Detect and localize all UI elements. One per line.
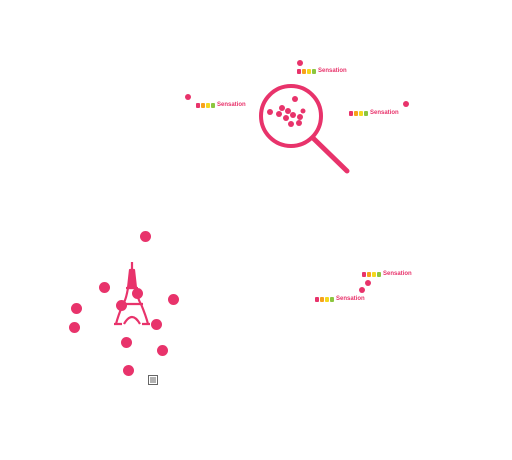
brand-logo-icon <box>362 271 381 277</box>
brand-label[interactable]: Sensation <box>315 295 365 303</box>
marker-dot[interactable] <box>297 60 303 66</box>
eiffel-tower-icon[interactable] <box>112 262 152 332</box>
brand-label[interactable]: Sensation <box>196 101 246 109</box>
brand-word: Sensation <box>370 110 399 116</box>
brand-word: Sensation <box>318 68 347 74</box>
brand-word: Sensation <box>217 102 246 108</box>
marker-dot[interactable] <box>157 345 168 356</box>
brand-logo-icon <box>315 296 334 302</box>
brand-logo-icon <box>297 68 316 74</box>
marker-dot[interactable] <box>123 365 134 376</box>
marker-dot[interactable] <box>116 300 127 311</box>
brand-label[interactable]: Sensation <box>362 270 412 278</box>
marker-dot[interactable] <box>359 287 365 293</box>
marker-dot[interactable] <box>168 294 179 305</box>
marker-dot[interactable] <box>151 319 162 330</box>
document-icon[interactable] <box>148 375 158 385</box>
marker-dot[interactable] <box>121 337 132 348</box>
brand-label[interactable]: Sensation <box>297 67 347 75</box>
brand-logo-icon <box>349 110 368 116</box>
search-icon[interactable] <box>255 80 355 180</box>
marker-dot[interactable] <box>132 288 143 299</box>
brand-label[interactable]: Sensation <box>349 109 399 117</box>
marker-dot[interactable] <box>185 94 191 100</box>
marker-dot[interactable] <box>99 282 110 293</box>
marker-dot[interactable] <box>403 101 409 107</box>
brand-word: Sensation <box>336 296 365 302</box>
marker-dot[interactable] <box>71 303 82 314</box>
marker-dot[interactable] <box>365 280 371 286</box>
marker-dot[interactable] <box>69 322 80 333</box>
marker-dot[interactable] <box>140 231 151 242</box>
brand-word: Sensation <box>383 271 412 277</box>
brand-logo-icon <box>196 102 215 108</box>
